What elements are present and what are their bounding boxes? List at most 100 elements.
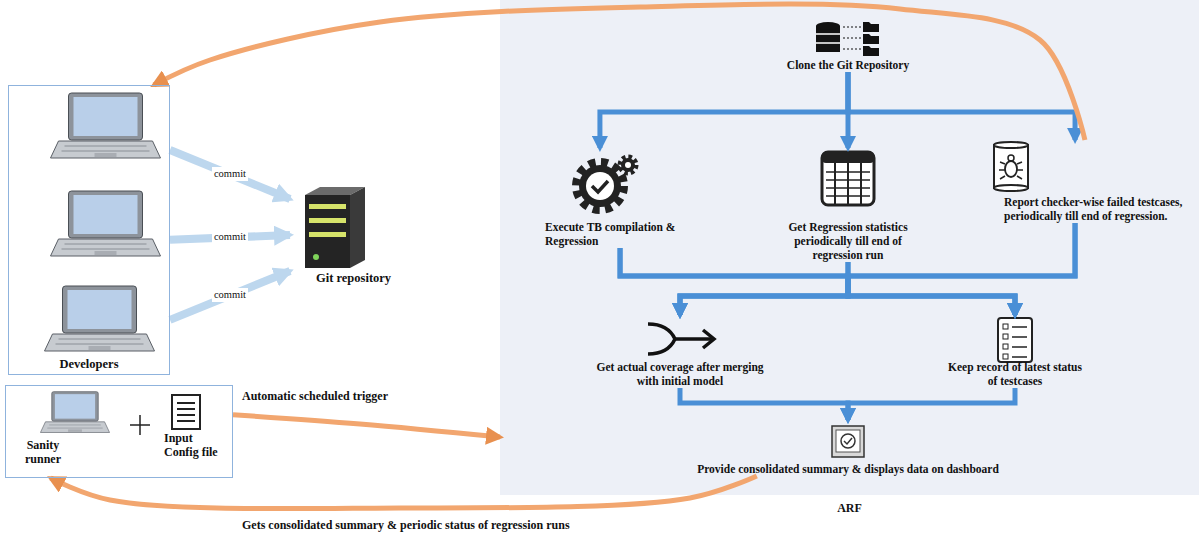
commit-label: commit (212, 288, 248, 302)
node-label: Developers (9, 357, 169, 371)
summary-report-icon (836, 430, 860, 452)
commit-label: commit (212, 167, 248, 181)
checklist-icon (1012, 336, 1027, 338)
flow-arrow (680, 388, 848, 420)
step-icons (576, 22, 1032, 457)
database-clone-icon (843, 49, 861, 50)
table-icon (826, 195, 870, 197)
gear-check-icon (579, 165, 621, 207)
checklist-icon (1003, 324, 1008, 329)
process-step: Provide consolidated summary & displays … (620, 420, 1076, 476)
config-file-icon (172, 395, 200, 429)
merge-icon (675, 337, 712, 341)
table-icon (826, 171, 870, 173)
table-icon (826, 187, 870, 189)
commit-arrow (170, 150, 290, 199)
checklist-icon (998, 318, 1032, 362)
table-icon (847, 163, 849, 205)
process-step: Get actual coverage after merging with i… (590, 315, 770, 388)
feedback-arrow (51, 476, 757, 509)
gear-check-icon (576, 157, 636, 210)
database-clone-icon (863, 34, 879, 44)
step-label: Git repository (316, 271, 404, 285)
process-step: Clone the Git Repository (768, 18, 928, 72)
merge-icon (648, 324, 714, 354)
config-file-icon (177, 414, 195, 416)
flow-arrow (848, 262, 1015, 315)
panel-ground (500, 0, 1199, 495)
server-icon (305, 187, 365, 268)
config-file-icon (172, 395, 200, 429)
database-clone-icon (816, 33, 840, 35)
flow-arrow (848, 388, 1015, 420)
bug-report-icon (994, 142, 1028, 191)
step-label: Get actual coverage after merging with i… (594, 360, 766, 388)
arrow-label: Gets consolidated summary & periodic sta… (240, 518, 572, 532)
process-panel: ARFClone the Git RepositoryExecute TB co… (500, 0, 1199, 495)
step-label: Execute TB compilation & Regression (545, 220, 700, 248)
group-box: Developers (8, 85, 170, 375)
table-icon (834, 163, 836, 205)
summary-report-icon (841, 434, 855, 448)
table-icon (822, 152, 874, 163)
feedback-arrow (233, 415, 500, 437)
repository-node: Git repository (290, 185, 430, 285)
flow-arrow (600, 72, 848, 148)
database-clone-icon (816, 42, 840, 44)
step-label: Get Regression statistics periodically t… (773, 220, 923, 262)
bug-report-icon (994, 145, 1028, 188)
bug-report-icon (999, 162, 1023, 179)
bug-report-icon (994, 185, 1028, 191)
bug-report-icon (1008, 155, 1014, 161)
config-file-icon (177, 420, 195, 422)
flow-arrow (680, 262, 848, 315)
checklist-icon (1012, 356, 1027, 358)
node-label: Sanity runner (12, 438, 74, 466)
step-label: Report checker-wise failed testcases, pe… (1004, 195, 1186, 223)
config-file-icon (177, 408, 195, 410)
database-clone-icon (816, 22, 840, 30)
gear-check-icon (620, 157, 636, 173)
database-clone-icon (816, 22, 879, 56)
feedback-arrow (154, 4, 1085, 140)
developer-laptops (45, 286, 155, 351)
plus-sign (130, 415, 150, 435)
database-clone-icon (863, 22, 879, 32)
gear-check-icon (592, 181, 608, 192)
server-icon (313, 254, 319, 260)
server-icon (309, 204, 346, 209)
merge-icon (648, 324, 675, 354)
checklist-icon (1003, 334, 1008, 339)
server-icon (309, 232, 346, 237)
checklist-icon (1012, 326, 1027, 328)
step-label: Provide consolidated summary & displays … (620, 462, 1076, 476)
checklist-icon (1012, 346, 1027, 348)
checklist-icon (1003, 354, 1008, 359)
summary-report-icon (844, 438, 852, 444)
gear-check-icon (586, 172, 614, 200)
runner-laptop (40, 392, 109, 433)
gear-check-icon (576, 162, 624, 210)
database-clone-icon (843, 38, 861, 39)
flow-arrow (848, 72, 1075, 140)
process-step: Execute TB compilation & Regression (535, 148, 710, 248)
process-step: Report checker-wise failed testcases, pe… (1000, 140, 1190, 223)
commit-arrow (170, 271, 290, 320)
node-label: ARF (500, 501, 1199, 515)
process-step: Get Regression statistics periodically t… (773, 148, 923, 262)
server-icon (309, 218, 346, 223)
config-file-icon (177, 402, 195, 404)
developer-laptops (51, 191, 161, 256)
table-icon (860, 163, 862, 205)
arrow-label: Automatic scheduled trigger (240, 389, 390, 403)
process-step: Keep record of latest status of testcase… (940, 315, 1090, 388)
summary-report-icon (832, 426, 864, 457)
table-icon (822, 152, 874, 205)
runner-box: Sanity runnerInput Config file (5, 385, 233, 478)
table-icon (826, 179, 870, 181)
checklist-icon (1003, 344, 1008, 349)
checklist-icon (998, 318, 1032, 362)
developer-laptops (51, 93, 161, 158)
server-icon (305, 195, 350, 268)
